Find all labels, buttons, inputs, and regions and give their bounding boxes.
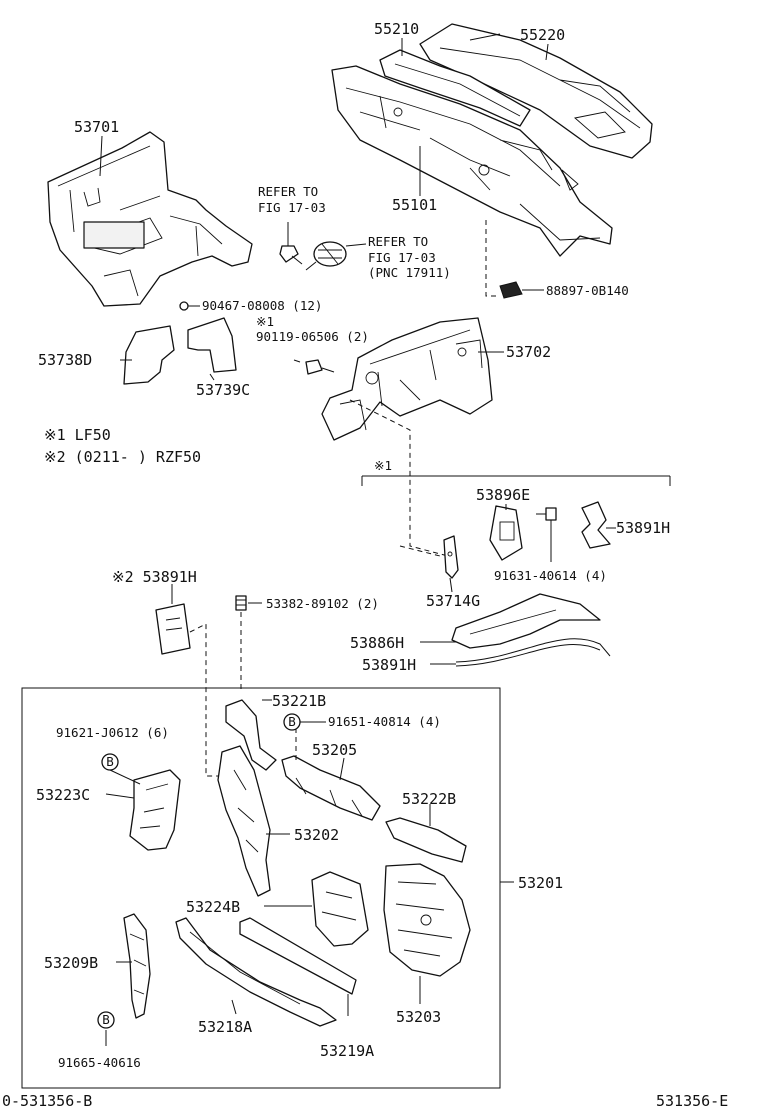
label-91651: 91651-40814 (4)	[328, 714, 441, 729]
part-53219A-shape	[239, 917, 357, 995]
part-53738D-shape	[123, 325, 175, 385]
label-91631: 91631-40614 (4)	[494, 568, 607, 583]
bolt-marker-91621: B	[101, 753, 119, 771]
bolt-marker-91651: B	[283, 713, 301, 731]
part-53714G-shape	[443, 535, 459, 579]
label-53891H-a: 53891H	[616, 519, 670, 537]
label-53201: 53201	[518, 874, 563, 892]
part-53896E-shape	[489, 505, 523, 561]
part-53223C-shape	[129, 769, 181, 851]
part-53202-shape	[217, 745, 271, 897]
part-53701-shape	[47, 131, 253, 307]
label-53896E: 53896E	[476, 486, 530, 504]
label-53714G: 53714G	[426, 592, 480, 610]
footer-right-code: 531356-E	[656, 1092, 728, 1110]
label-refer1-line1: REFER TO	[258, 184, 318, 199]
label-53205: 53205	[312, 741, 357, 759]
label-refer2-line2: FIG 17-03	[368, 250, 436, 265]
label-53738D: 53738D	[38, 351, 92, 369]
label-mark1-top: ※1	[256, 314, 274, 329]
bolt-90467	[179, 301, 200, 311]
label-55101: 55101	[392, 196, 437, 214]
clip-88897	[499, 281, 544, 299]
part-53702-shape	[321, 317, 493, 441]
label-mark1-group: ※1	[374, 458, 392, 473]
note-rzf50: ※2 (0211- ) RZF50	[44, 448, 201, 466]
label-refer2-line3: (PNC 17911)	[368, 265, 451, 280]
part-53205-shape	[281, 755, 381, 821]
part-53218A-shape	[175, 917, 337, 1027]
label-refer1-line2: FIG 17-03	[258, 200, 326, 215]
label-53221B: 53221B	[272, 692, 326, 710]
label-53886H: 53886H	[350, 634, 404, 652]
label-55220: 55220	[520, 26, 565, 44]
label-53223C: 53223C	[36, 786, 90, 804]
part-53224B-shape	[311, 871, 369, 947]
note-lf50: ※1 LF50	[44, 426, 111, 444]
bolt-marker-91621-label: B	[106, 754, 114, 769]
label-55210: 55210	[374, 20, 419, 38]
part-53221B-shape	[225, 699, 277, 771]
part-53222B-shape	[385, 817, 467, 863]
label-88897: 88897-0B140	[546, 283, 629, 298]
bolt-refer-fig	[279, 222, 303, 265]
part-53891H-b-shape	[155, 603, 191, 655]
label-refer2-line1: REFER TO	[368, 234, 428, 249]
bolt-marker-91665-label: B	[102, 1012, 110, 1027]
bolt-marker-91665: B	[97, 1011, 115, 1029]
bolt-90119	[305, 359, 335, 375]
part-53739C-shape	[187, 317, 237, 373]
label-53202: 53202	[294, 826, 339, 844]
label-53209B: 53209B	[44, 954, 98, 972]
label-53382: 53382-89102 (2)	[266, 596, 379, 611]
part-53209B-shape	[123, 913, 151, 1019]
label-91621: 91621-J0612 (6)	[56, 725, 169, 740]
label-53218A: 53218A	[198, 1018, 252, 1036]
label-53219A: 53219A	[320, 1042, 374, 1060]
bolt-91631	[545, 507, 557, 562]
refer-part-17911	[305, 241, 367, 271]
part-53203-shape	[383, 863, 471, 977]
label-53222B: 53222B	[402, 790, 456, 808]
part-55101-shape	[331, 65, 613, 257]
footer-left-code: 0-531356-B	[2, 1092, 92, 1110]
label-53891H-b: ※2 53891H	[112, 568, 197, 586]
label-91665: 91665-40616	[58, 1055, 141, 1070]
label-90467: 90467-08008 (12)	[202, 298, 322, 313]
label-53891H-c: 53891H	[362, 656, 416, 674]
part-55210-shape	[379, 49, 531, 127]
label-53203: 53203	[396, 1008, 441, 1026]
clip-53382	[235, 595, 247, 611]
part-53891H-c-shape	[455, 638, 611, 667]
label-53224B: 53224B	[186, 898, 240, 916]
label-90119: 90119-06506 (2)	[256, 329, 369, 344]
assembly-53201-box	[21, 687, 501, 1089]
label-53702: 53702	[506, 343, 551, 361]
bolt-marker-91651-label: B	[288, 714, 296, 729]
label-53701: 53701	[74, 118, 119, 136]
part-53886H-shape	[451, 593, 601, 649]
label-53739C: 53739C	[196, 381, 250, 399]
part-53891H-a-shape	[581, 501, 611, 549]
